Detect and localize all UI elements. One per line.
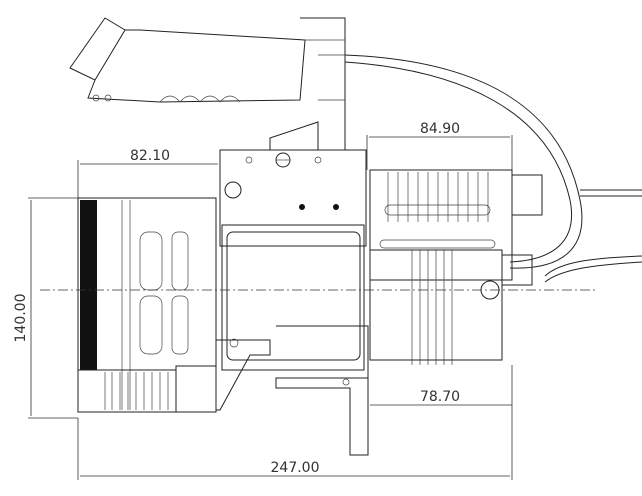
dim-140-00: 140.00: [13, 294, 29, 343]
heatsink: [369, 169, 543, 365]
dimension-lines: [28, 135, 513, 480]
lens-assembly: [77, 197, 271, 413]
mount-plate: [219, 149, 367, 247]
dim-78-70: 78.70: [420, 389, 460, 405]
dim-84-90: 84.90: [420, 121, 460, 137]
dim-247-00: 247.00: [271, 460, 320, 476]
body-housing: [221, 224, 365, 371]
lens-front-ring: [80, 200, 97, 370]
dim-82-10: 82.10: [130, 148, 170, 164]
lower-bracket: [229, 325, 369, 456]
cables: [344, 54, 642, 283]
handle: [69, 17, 346, 151]
sensor-window: [226, 231, 361, 361]
